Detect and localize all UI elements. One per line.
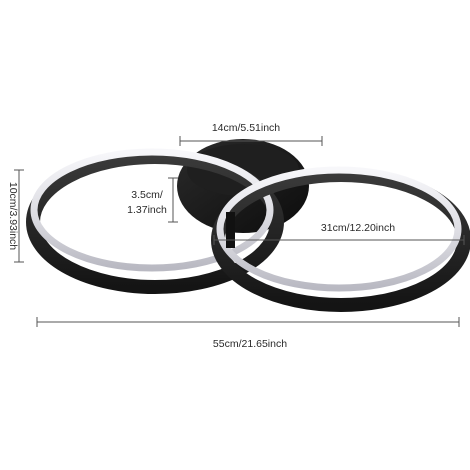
base-height-label-line2: 1.37inch [127,204,167,216]
ring-diameter-dimension: 31cm/12.20inch [213,222,465,245]
base-diameter-dimension: 14cm/5.51inch [179,122,323,146]
height-label: 10cm/3.93inch [7,182,19,250]
base-diameter-label: 14cm/5.51inch [212,122,280,134]
ring-diameter-label: 31cm/12.20inch [321,222,395,234]
total-width-label: 55cm/21.65inch [213,338,287,350]
left-light-ring [26,148,284,294]
total-width-dimension: 55cm/21.65inch [36,317,460,350]
ring-connector [226,212,235,248]
height-dimension: 10cm/3.93inch [7,169,24,263]
base-height-label-line1: 3.5cm/ [131,189,163,201]
base-height-dimension: 3.5cm/ 1.37inch [127,177,178,223]
